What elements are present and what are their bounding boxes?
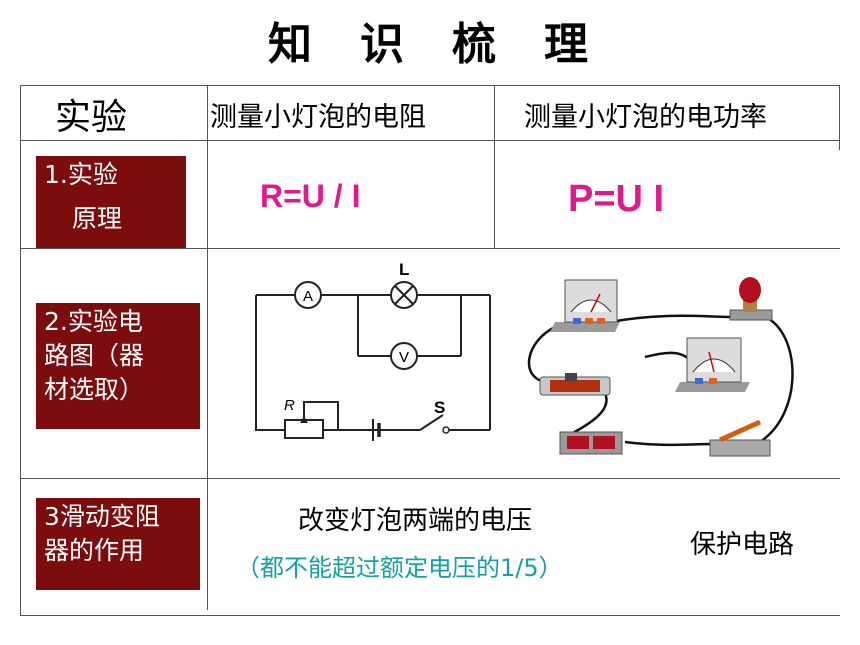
column-divider (494, 85, 495, 248)
label-rheostat-line2: 器的作用 (44, 536, 145, 565)
voltmeter-device-icon (675, 337, 750, 392)
label-rheostat-function: 3滑动变阻 器的作用 (36, 498, 200, 590)
ammeter-label: A (303, 288, 313, 305)
formula-power: P=U I (568, 178, 665, 220)
header-measure-power: 测量小灯泡的电功率 (524, 102, 767, 133)
row-divider (20, 140, 840, 141)
row-divider (20, 478, 840, 479)
table-top-border (20, 85, 840, 86)
column-divider (207, 85, 208, 610)
ammeter-icon (294, 281, 322, 309)
label-circuit-line1: 2.实验电 (44, 307, 143, 336)
circuit-diagram: A L V R S (255, 260, 491, 441)
rheostat-device-icon (539, 373, 611, 396)
title-char: 识 (360, 19, 408, 70)
label-principle-line1: 1.实验 (44, 160, 118, 189)
switch-device-icon (709, 419, 771, 457)
lamp-device-icon (729, 277, 773, 321)
formula-resistance: R=U / I (260, 178, 361, 214)
row-divider (20, 248, 840, 249)
lamp-label: L (399, 260, 409, 279)
title-char: 知 (268, 19, 316, 70)
voltmeter-icon (390, 342, 418, 370)
label-rheostat-line1: 3滑动变阻 (44, 502, 160, 531)
label-circuit-line3: 材选取） (44, 375, 145, 404)
label-principle-line2: 原理 (72, 204, 123, 233)
rheostat-label: R (284, 397, 295, 414)
effect-change-voltage: 改变灯泡两端的电压 (298, 506, 533, 536)
effect-voltage-note: （都不能超过额定电压的1/5） (236, 554, 563, 582)
ammeter-device-icon (550, 279, 620, 332)
page-title: 知识梳理 (0, 8, 860, 72)
switch-label: S (434, 398, 445, 417)
label-circuit-line2: 路图（器 (44, 341, 145, 370)
title-char: 理 (544, 19, 592, 70)
label-principle: 1.实验 原理 (36, 156, 186, 248)
title-char: 梳 (452, 19, 500, 70)
effect-protect-circuit: 保护电路 (690, 530, 795, 560)
equipment-photo (527, 277, 794, 457)
voltmeter-label: V (399, 349, 409, 366)
header-measure-resistance: 测量小灯泡的电阻 (210, 102, 426, 133)
table-bottom-border (20, 615, 840, 616)
table-right-border (839, 85, 840, 150)
label-circuit-diagram: 2.实验电 路图（器 材选取） (36, 303, 200, 429)
battery-box-icon (559, 431, 623, 455)
header-experiment: 实验 (55, 97, 128, 138)
table-left-border (20, 85, 21, 615)
